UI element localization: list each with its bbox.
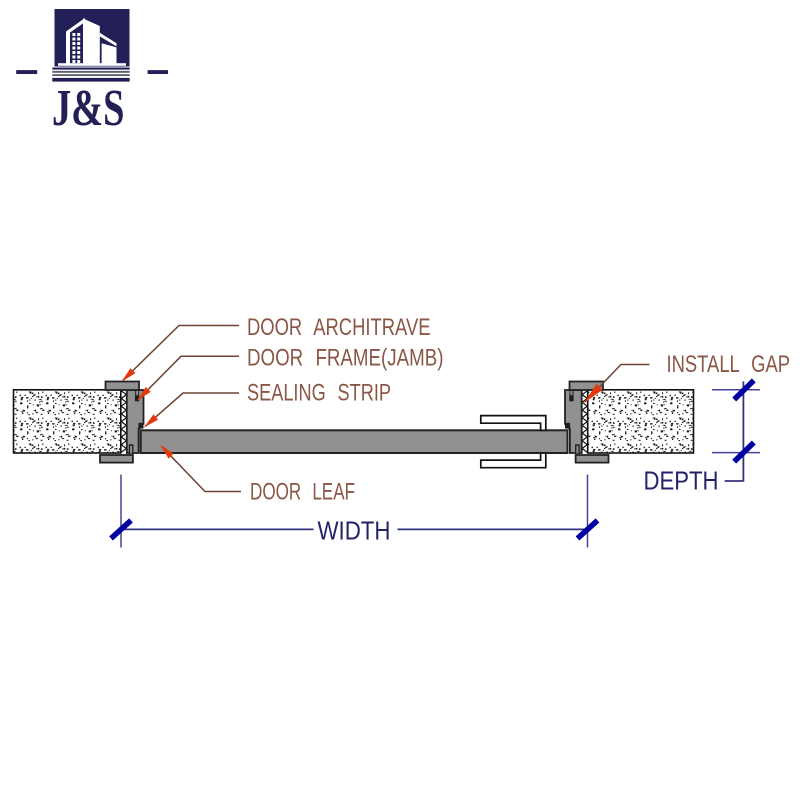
svg-text:INSTALL GAP: INSTALL GAP <box>667 351 791 378</box>
svg-text:WIDTH: WIDTH <box>318 516 391 546</box>
svg-text:DOOR FRAME(JAMB): DOOR FRAME(JAMB) <box>247 345 444 372</box>
svg-text:DEPTH: DEPTH <box>644 466 719 496</box>
svg-text:J&S: J&S <box>52 80 125 137</box>
svg-text:DOOR ARCHITRAVE: DOOR ARCHITRAVE <box>247 314 431 341</box>
svg-text:SEALING STRIP: SEALING STRIP <box>247 380 391 407</box>
svg-text:DOOR LEAF: DOOR LEAF <box>250 479 355 506</box>
